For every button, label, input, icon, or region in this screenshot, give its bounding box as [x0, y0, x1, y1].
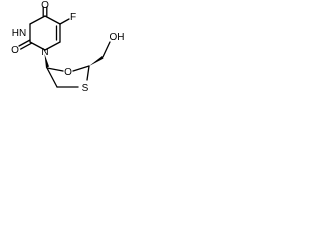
- atom-label-o-carbonyl-left: O: [11, 45, 19, 56]
- atom-label-hydroxyl: OH: [110, 32, 125, 43]
- molecule-diagram: O F HN O N O OH S: [0, 0, 134, 105]
- bond-c5-f: [59, 18, 70, 25]
- pyrimidine-ring: [29, 15, 61, 51]
- bond-n3-c4: [29, 15, 46, 25]
- atom-label-o-carbonyl-top: O: [41, 0, 49, 11]
- bond-c2-o-a: [18, 39, 31, 47]
- atom-label-sulfur: S: [82, 83, 89, 94]
- bond-c1prime-o: [46, 67, 64, 72]
- bond-n1-c2: [29, 41, 46, 51]
- structure-svg: O F HN O N O OH S: [11, 0, 124, 94]
- wedge-bond-n1-c1prime: [44, 54, 49, 68]
- bond-c4prime-s: [86, 65, 90, 81]
- bond-c2-o-b: [20, 42, 33, 50]
- pyrimidine-substituents: [18, 6, 70, 50]
- bond-o-c4prime: [72, 65, 90, 72]
- atom-label-n1: N: [41, 47, 48, 58]
- oxathiolane-ring: [46, 65, 90, 88]
- atom-labels: O F HN O N O OH S: [11, 0, 124, 94]
- atom-label-hn: HN: [12, 28, 26, 39]
- atom-label-fluorine: F: [70, 12, 76, 23]
- bond-c4-c5: [44, 15, 61, 25]
- atom-label-ring-oxygen: O: [64, 67, 72, 78]
- bond-c6-n1: [44, 41, 61, 51]
- wedge-bond-c4prime-ch2: [89, 56, 104, 66]
- bond-c3prime-c1prime: [46, 67, 58, 88]
- bond-ch2-oh: [102, 41, 111, 58]
